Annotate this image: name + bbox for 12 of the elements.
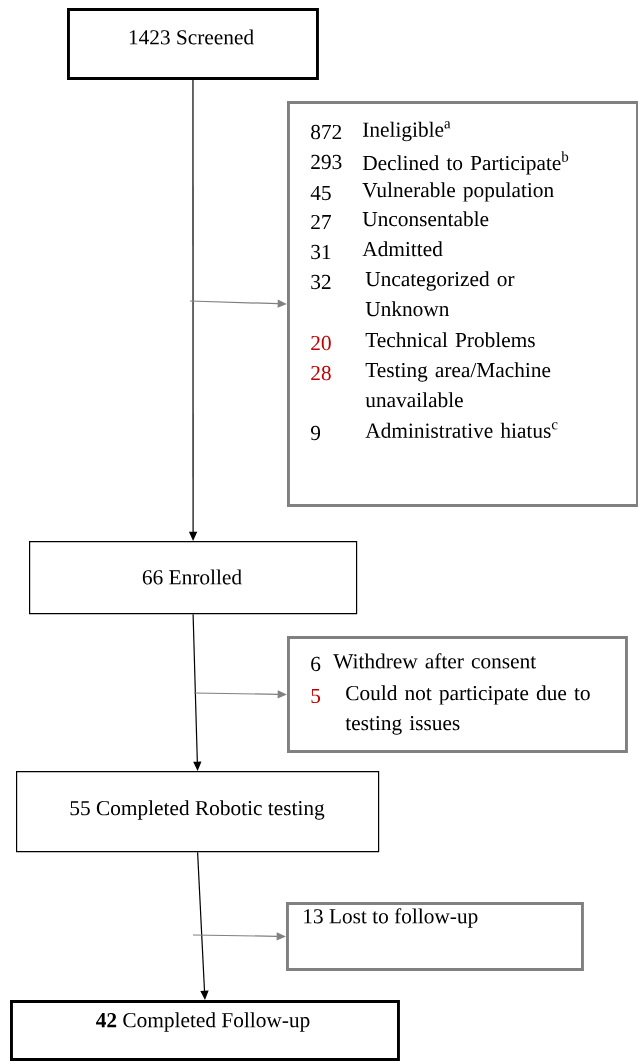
arrow	[192, 613, 202, 771]
arrow	[189, 299, 287, 308]
exclusion-list-box: 872 Ineligible$^{a}$ 293 Declined to Participate$^{b}$ 45 Vulnerable population 27 Unconsentable 31 Admitted 32 Uncategorized or Unknown 20 Technical Problems 28 Testing area/Machine unavailable 9 Administrative hiatus$^{c}$	[287, 101, 638, 507]
exclusion-box: 13 Lost to follow-up	[286, 902, 584, 971]
arrow	[197, 851, 209, 1000]
process-box: 55 Completed Robotic testing	[16, 771, 380, 853]
exclusion-list-box: 6 Withdrew after consent 5 Could not participate due to testing issues	[287, 636, 628, 753]
process-box: 1423 Screened	[67, 8, 319, 80]
arrow	[192, 932, 286, 941]
process-box: 66 Enrolled	[29, 541, 358, 615]
process-box: 42 Completed Follow-up	[10, 1000, 400, 1061]
arrow	[193, 690, 287, 699]
